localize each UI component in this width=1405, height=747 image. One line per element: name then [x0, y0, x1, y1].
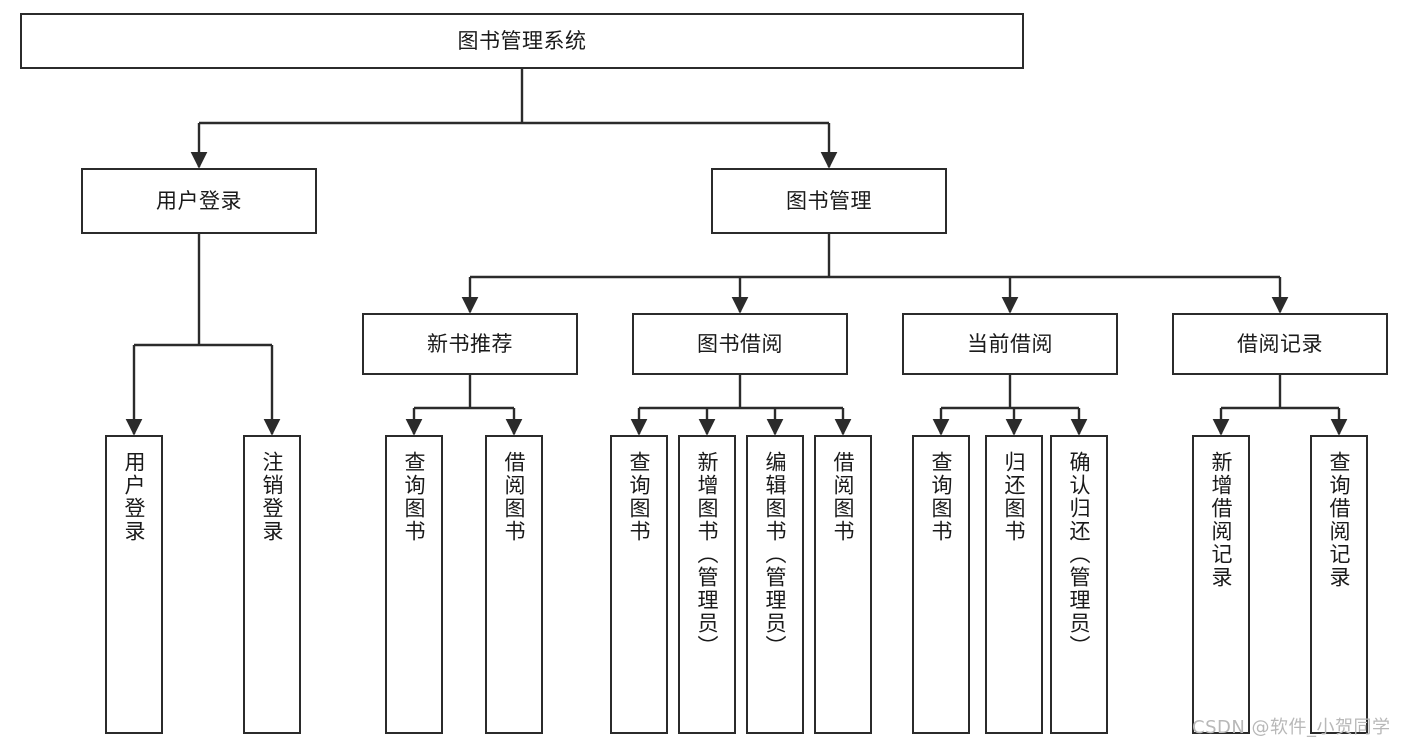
node-label: 图书管理: [786, 188, 872, 213]
node-current[interactable]: 当前借阅: [902, 313, 1118, 375]
csdn-watermark: CSDN @软件_小贺同学: [1192, 717, 1391, 738]
node-label: 查询图书: [929, 451, 954, 543]
node-leaf-user-login[interactable]: 用户登录: [105, 435, 163, 734]
node-label: 归还图书: [1002, 451, 1027, 543]
node-label: 查询图书: [402, 451, 427, 543]
node-leaf-cu-return[interactable]: 归还图书: [985, 435, 1043, 734]
node-root[interactable]: 图书管理系统: [20, 13, 1024, 69]
node-leaf-cu-query[interactable]: 查询图书: [912, 435, 970, 734]
node-records[interactable]: 借阅记录: [1172, 313, 1388, 375]
node-leaf-user-logout[interactable]: 注销登录: [243, 435, 301, 734]
node-label: 查询借阅记录: [1327, 451, 1352, 589]
node-label: 图书管理系统: [457, 28, 587, 53]
node-leaf-bw-add[interactable]: 新增图书（管理员）: [678, 435, 736, 734]
node-label: 编辑图书（管理员）: [763, 451, 788, 658]
node-newbook[interactable]: 新书推荐: [362, 313, 578, 375]
node-label: 用户登录: [122, 451, 147, 543]
node-leaf-cu-confirm[interactable]: 确认归还（管理员）: [1050, 435, 1108, 734]
node-leaf-rc-add[interactable]: 新增借阅记录: [1192, 435, 1250, 734]
node-leaf-nb-query[interactable]: 查询图书: [385, 435, 443, 734]
node-label: 当前借阅: [967, 331, 1053, 356]
node-leaf-nb-borrow[interactable]: 借阅图书: [485, 435, 543, 734]
node-label: 新书推荐: [427, 331, 513, 356]
node-label: 注销登录: [260, 451, 285, 543]
node-label: 图书借阅: [697, 331, 783, 356]
node-label: 新增借阅记录: [1209, 451, 1234, 589]
node-label: 确认归还（管理员）: [1067, 451, 1092, 658]
node-leaf-bw-edit[interactable]: 编辑图书（管理员）: [746, 435, 804, 734]
node-borrow[interactable]: 图书借阅: [632, 313, 848, 375]
node-label: 用户登录: [156, 188, 242, 213]
node-label: 新增图书（管理员）: [695, 451, 720, 658]
node-leaf-bw-borrow[interactable]: 借阅图书: [814, 435, 872, 734]
node-label: 查询图书: [627, 451, 652, 543]
node-leaf-bw-query[interactable]: 查询图书: [610, 435, 668, 734]
node-label: 借阅图书: [831, 451, 856, 543]
node-label: 借阅图书: [502, 451, 527, 543]
node-label: 借阅记录: [1237, 331, 1323, 356]
node-bookmgmt[interactable]: 图书管理: [711, 168, 947, 234]
node-login[interactable]: 用户登录: [81, 168, 317, 234]
node-leaf-rc-query[interactable]: 查询借阅记录: [1310, 435, 1368, 734]
